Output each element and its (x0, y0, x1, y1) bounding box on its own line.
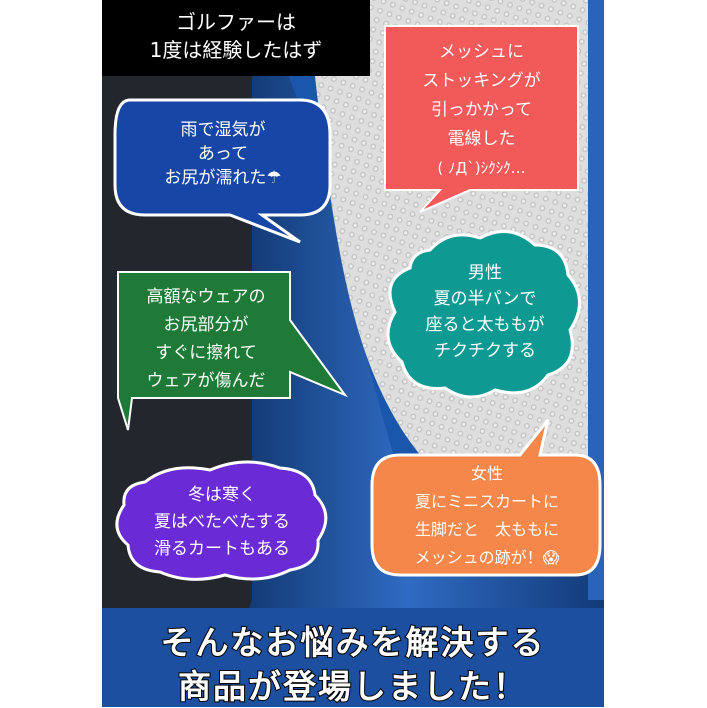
intro-title-line-2: 1度は経験したはず (149, 38, 323, 62)
bubble-cart-seat-temp (115, 460, 328, 581)
intro-title-line-1: ゴルファーは (176, 10, 296, 34)
banner-line-2: 商品が登場しました！ (177, 666, 528, 707)
bubble-stocking-snag (384, 25, 579, 213)
bubble-wear-damaged (117, 271, 348, 431)
bubble-thigh-itchy (386, 229, 581, 399)
solution-banner (102, 608, 604, 707)
banner-line-1: そんなお悩みを解決する (160, 622, 546, 663)
intro-title-box: ゴルファーは 1度は経験したはず (102, 0, 370, 76)
bubble-mesh-marks (370, 419, 602, 577)
bubble-thigh-itchy-text: 男性 夏の半パンで 座ると太ももが チクチクする (425, 263, 545, 361)
bubble-mesh-marks-text: 女性 夏にミニスカートに 生脚だと 太ももに メッシュの跡が！😱 (414, 464, 560, 567)
bubble-rain-wet-text: 雨で湿気が あって お尻が濡れた☂ (164, 120, 282, 188)
bubble-wear-damaged-text: 高額なウェアの お尻部分が すぐに擦れて ウェアが傷んだ (146, 287, 266, 391)
bubble-stocking-snag-text: メッシュに ストッキングが 引っかかって 電線した ( ﾉД`)ｼｸｼｸ… (422, 42, 541, 177)
bubble-rain-wet (113, 98, 332, 244)
bubble-cart-seat-temp-text: 冬は寒く 夏はべたべたする 滑るカートもある (154, 485, 290, 559)
